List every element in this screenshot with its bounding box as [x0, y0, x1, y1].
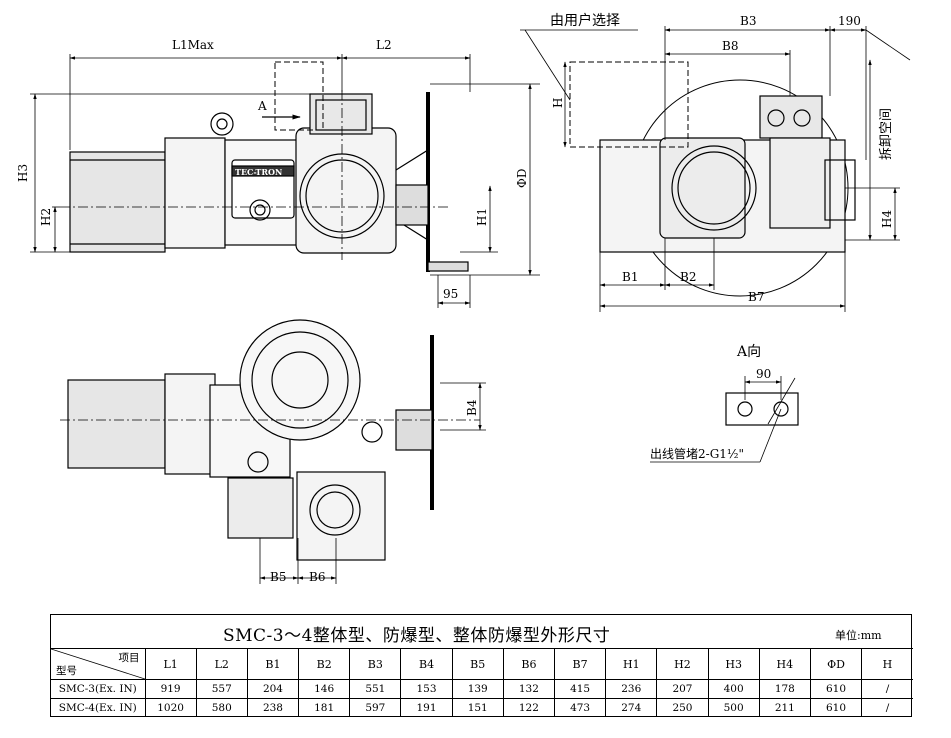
- value-cell: 610: [809, 679, 863, 699]
- value-cell: /: [861, 698, 913, 717]
- top-view: [60, 319, 480, 561]
- value-cell: 400: [707, 679, 760, 699]
- value-cell: 557: [195, 679, 248, 699]
- column-header: H2: [656, 648, 709, 680]
- dim-b8-label: B8: [722, 39, 738, 53]
- unit-label: 单位:: [835, 629, 861, 642]
- value-cell: 919: [144, 679, 197, 699]
- view-a-detail: [725, 392, 799, 426]
- dim-90-label: 90: [756, 367, 771, 381]
- value-cell: 153: [400, 679, 453, 699]
- clearance-label: 拆卸空间: [878, 108, 894, 160]
- value-cell: /: [861, 679, 913, 699]
- value-cell: 610: [809, 698, 863, 717]
- column-header: B3: [349, 648, 402, 680]
- column-header: H: [861, 648, 913, 680]
- column-header: B4: [400, 648, 453, 680]
- value-cell: 122: [502, 698, 556, 717]
- dim-h3-label: H3: [16, 164, 30, 182]
- view-a-title: A向: [736, 344, 761, 360]
- value-cell: 415: [553, 679, 607, 699]
- column-header: L1: [144, 648, 197, 680]
- dim-l1-label: L1Max: [172, 38, 214, 52]
- value-cell: 151: [451, 698, 504, 717]
- dim-h2-label: H2: [39, 208, 53, 226]
- value-cell: 597: [349, 698, 402, 717]
- corner-model-label: 型号: [56, 665, 77, 677]
- dim-b1-label: B1: [622, 270, 638, 284]
- dim-b3-label: B3: [740, 14, 756, 28]
- dim-b2-label: B2: [680, 270, 696, 284]
- value-cell: 191: [400, 698, 453, 717]
- value-cell: 250: [656, 698, 709, 717]
- table-row: SMC-4(Ex. IN) 1020 580 238 181 597 191 1…: [51, 698, 913, 717]
- brand-plate: TEC-TRON: [235, 167, 282, 177]
- column-header: B5: [451, 648, 504, 680]
- model-cell: SMC-4(Ex. IN): [51, 698, 146, 717]
- table-title: SMC-3～4整体型、防爆型、整体防爆型外形尺寸: [223, 626, 611, 646]
- dim-95-label: 95: [443, 287, 458, 301]
- column-header: B7: [553, 648, 607, 680]
- dim-h-label: H: [551, 98, 565, 108]
- value-cell: 238: [246, 698, 300, 717]
- corner-item-label: 项目: [118, 652, 140, 664]
- dimension-table: SMC-3～4整体型、防爆型、整体防爆型外形尺寸 单位:mm 项目 型号 L1 …: [50, 614, 913, 717]
- value-cell: 181: [298, 698, 351, 717]
- front-view-dimensions: [30, 54, 540, 308]
- dim-190-label: 190: [838, 14, 861, 28]
- value-cell: 146: [298, 679, 351, 699]
- column-header: B2: [298, 648, 351, 680]
- model-cell: SMC-3(Ex. IN): [51, 679, 146, 699]
- table-row: SMC-3(Ex. IN) 919 557 204 146 551 153 13…: [51, 679, 913, 699]
- value-cell: 551: [349, 679, 402, 699]
- table-header-row: 项目 型号 L1 L2 B1 B2 B3 B4 B5 B6 B7 H1 H2 H…: [51, 648, 913, 680]
- dim-b4-label: B4: [465, 399, 479, 416]
- dim-b5-label: B5: [270, 570, 286, 584]
- value-cell: 580: [195, 698, 248, 717]
- dimension-grid: 项目 型号 L1 L2 B1 B2 B3 B4 B5 B6 B7 H1 H2 H…: [51, 648, 913, 717]
- value-cell: 500: [707, 698, 760, 717]
- technical-drawing: L1Max L2 H3 H2 H1 ΦD 95 A TEC-TRON: [16, 12, 911, 584]
- value-cell: 132: [502, 679, 556, 699]
- column-header: H1: [605, 648, 658, 680]
- column-header: L2: [195, 648, 248, 680]
- value-cell: 207: [656, 679, 709, 699]
- column-header: H4: [758, 648, 811, 680]
- column-header: ΦD: [809, 648, 863, 680]
- user-choice-label: 由用户选择: [550, 12, 620, 29]
- value-cell: 1020: [144, 698, 197, 717]
- column-header: H3: [707, 648, 760, 680]
- value-cell: 236: [605, 679, 658, 699]
- side-view: [569, 61, 856, 297]
- front-view: [60, 61, 469, 272]
- corner-cell: 项目 型号: [51, 648, 146, 680]
- unit-indicator: 单位:mm: [835, 627, 882, 643]
- value-cell: 178: [758, 679, 811, 699]
- column-header: B6: [502, 648, 556, 680]
- table-title-row: SMC-3～4整体型、防爆型、整体防爆型外形尺寸 单位:mm: [51, 615, 911, 649]
- view-a-dimensions: [650, 376, 796, 463]
- dim-b6-label: B6: [309, 570, 325, 584]
- view-a-marker: A: [257, 99, 267, 113]
- dim-b7-label: B7: [748, 290, 764, 304]
- dim-h4-label: H4: [880, 210, 894, 228]
- top-view-dimensions: [259, 382, 486, 584]
- dim-d-label: ΦD: [515, 169, 529, 188]
- value-cell: 473: [553, 698, 607, 717]
- corner-diagonal: [51, 649, 144, 679]
- dim-l2-label: L2: [376, 38, 392, 52]
- cable-plug-label: 出线管堵2-G1½": [650, 446, 744, 461]
- value-cell: 204: [246, 679, 300, 699]
- unit-value: mm: [860, 629, 882, 642]
- dim-h1-label: H1: [475, 208, 489, 226]
- column-header: B1: [246, 648, 300, 680]
- value-cell: 139: [451, 679, 504, 699]
- side-view-dimensions: [520, 26, 911, 312]
- value-cell: 274: [605, 698, 658, 717]
- value-cell: 211: [758, 698, 811, 717]
